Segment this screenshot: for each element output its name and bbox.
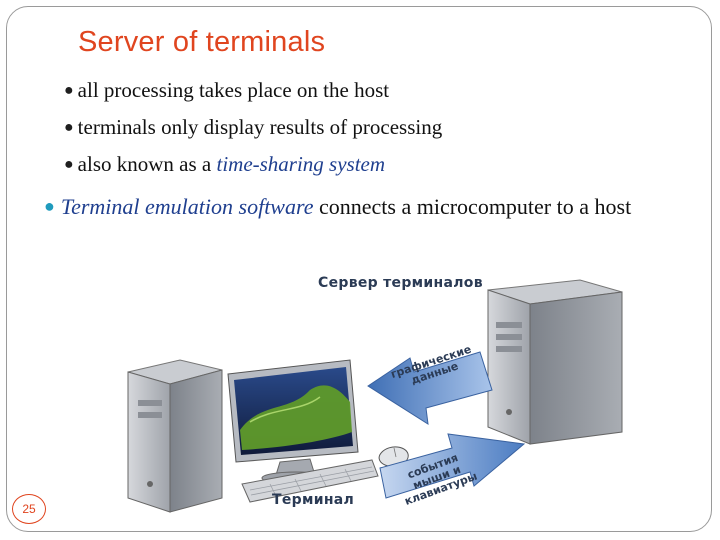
sub-bullet-text: also known as a — [78, 152, 217, 176]
terminal-tower-icon — [128, 360, 222, 512]
bullet-dot-icon: ● — [64, 119, 74, 136]
emphasized-term: Terminal emulation software — [61, 194, 314, 219]
sub-bullet-text: terminals only display results of proces… — [78, 115, 443, 139]
bullet-dot-icon: ● — [64, 82, 74, 99]
sub-bullet: ●also known as a time-sharing system — [64, 152, 385, 177]
terminal-caption: Терминал — [272, 492, 354, 508]
main-bullet-text: connects a microcomputer to a host — [314, 194, 632, 219]
emphasized-term: time-sharing system — [216, 152, 385, 176]
slide-number: 25 — [12, 494, 46, 524]
main-bullet: ● Terminal emulation software connects a … — [44, 190, 694, 225]
sub-bullet-text: all processing takes place on the host — [78, 78, 389, 102]
sub-bullet: ●all processing takes place on the host — [64, 78, 389, 103]
bullet-dot-icon: ● — [44, 196, 55, 216]
monitor-icon — [228, 360, 358, 484]
server-tower-icon — [488, 280, 622, 444]
server-caption: Сервер терминалов — [318, 275, 483, 291]
bullet-dot-icon: ● — [64, 156, 74, 173]
slide-title: Server of terminals — [78, 26, 325, 59]
sub-bullet: ●terminals only display results of proce… — [64, 115, 442, 140]
network-diagram — [110, 262, 630, 532]
